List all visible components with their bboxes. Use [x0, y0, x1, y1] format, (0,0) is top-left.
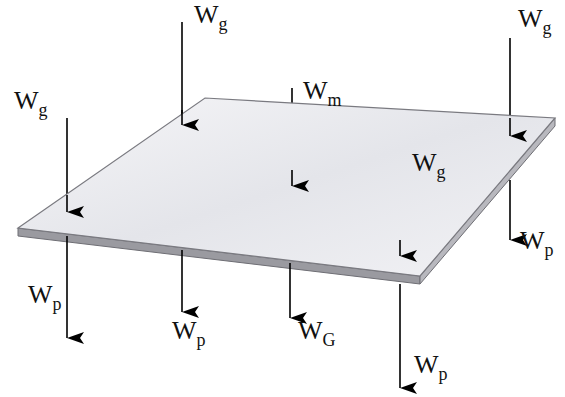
- load-label: Wp: [520, 228, 554, 254]
- load-symbol: W: [14, 86, 39, 115]
- load-subscript: m: [328, 90, 342, 110]
- load-label: Wg: [14, 88, 48, 114]
- load-label: Wp: [172, 318, 206, 344]
- load-symbol: W: [194, 0, 219, 29]
- load-symbol: W: [303, 76, 328, 105]
- plate: [18, 98, 555, 284]
- load-arrow: [399, 284, 401, 388]
- load-subscript: g: [219, 14, 228, 34]
- load-symbol: W: [298, 316, 323, 345]
- load-subscript: p: [53, 294, 62, 314]
- load-label: Wg: [412, 150, 446, 176]
- load-arrow: [289, 263, 291, 318]
- load-symbol: W: [518, 4, 543, 33]
- load-symbol: W: [414, 350, 439, 379]
- load-subscript: g: [437, 162, 446, 182]
- load-subscript: g: [543, 18, 552, 38]
- load-symbol: W: [412, 148, 437, 177]
- load-symbol: W: [520, 226, 545, 255]
- load-arrow: [509, 180, 511, 240]
- load-label: Wp: [28, 282, 62, 308]
- load-arrow: [181, 250, 183, 312]
- load-subscript: G: [323, 330, 336, 350]
- load-label: Wg: [518, 6, 552, 32]
- load-subscript: p: [439, 364, 448, 384]
- load-label: Wg: [194, 2, 228, 28]
- load-label: WG: [298, 318, 336, 344]
- load-subscript: g: [39, 100, 48, 120]
- load-label: Wp: [414, 352, 448, 378]
- load-symbol: W: [172, 316, 197, 345]
- load-label: Wm: [303, 78, 342, 104]
- load-subscript: p: [197, 330, 206, 350]
- load-arrow: [66, 236, 68, 338]
- load-arrow: [509, 38, 511, 136]
- load-symbol: W: [28, 280, 53, 309]
- load-subscript: p: [545, 240, 554, 260]
- load-arrow: [181, 22, 183, 125]
- load-arrow: [66, 118, 68, 212]
